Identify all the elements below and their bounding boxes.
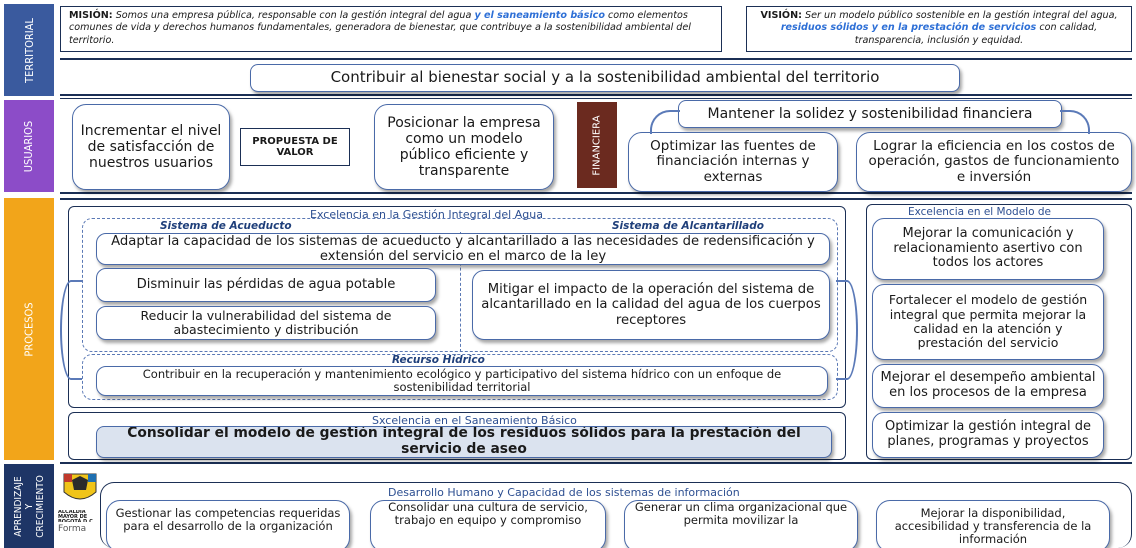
sidebar-usuarios: USUARIOS: [4, 100, 54, 192]
territorial-band: [60, 58, 1132, 96]
mision-text-1: Somos una empresa pública, responsable c…: [115, 10, 472, 21]
sidebar-aprendizaje-label: APRENDIZAJE Y CRECIMIENTO: [12, 474, 46, 538]
objetivo-perdidas: Disminuir las pérdidas de agua potable: [96, 268, 436, 302]
vision-box: VISIÓN: Ser un modelo público sostenible…: [746, 6, 1132, 52]
arrow-procesos-right: [836, 280, 858, 380]
objetivo-cultura: Consolidar una cultura de servicio, trab…: [370, 500, 606, 548]
arrow-procesos-left: [60, 280, 82, 380]
arrow-financiera-left: [650, 110, 680, 134]
objetivo-fuentes: Optimizar las fuentes de financiación in…: [628, 132, 838, 192]
alcantarillado-label: Sistema de Alcantarillado: [612, 220, 764, 232]
objetivo-satisfaccion: Incrementar el nivel de satisfacción de …: [72, 104, 230, 190]
procesos-band: [60, 198, 1132, 464]
objetivo-comunicacion: Mejorar la comunicación y relacionamient…: [872, 218, 1104, 280]
objetivo-posicionar: Posicionar la empresa como un modelo púb…: [374, 104, 554, 190]
mision-box: MISIÓN: Somos una empresa pública, respo…: [60, 6, 722, 52]
sidebar-procesos-label: PROCESOS: [22, 301, 36, 357]
agua-title: Excelencia en la Gestión Integral del Ag…: [310, 208, 543, 221]
objetivo-mitigar: Mitigar el impacto de la operación del s…: [472, 270, 830, 340]
financiera-tag: FINANCIERA: [577, 102, 617, 188]
propuesta-valor: PROPUESTA DE VALOR: [240, 128, 350, 166]
logo-area: ALCALDÍA MAYOR DE BOGOTÁ D.C. Forma: [58, 472, 104, 536]
objetivo-competencias: Gestionar las competencias requeridas pa…: [106, 500, 350, 548]
mision-label: MISIÓN:: [69, 10, 113, 21]
sidebar-territorial-label: TERRITORIAL: [22, 17, 36, 83]
usuarios-band: [60, 98, 1132, 194]
objetivo-contribuir: Contribuir en la recuperación y mantenim…: [96, 366, 828, 396]
divider-acueducto: [460, 232, 461, 352]
logo-text: ALCALDÍA MAYOR DE BOGOTÁ D.C.: [58, 510, 95, 522]
objetivo-vulnerabilidad: Reducir la vulnerabilidad del sistema de…: [96, 306, 436, 340]
mision-text-2: y el saneamiento básico: [474, 10, 605, 21]
desarrollo-title: Desarrollo Humano y Capacidad de los sis…: [388, 486, 740, 499]
vision-text-2: residuos sólidos y en la prestación de s…: [780, 22, 1037, 34]
vision-label: VISIÓN:: [760, 10, 802, 21]
mision-text-3: como elementos comunes de vida y derecho…: [69, 10, 691, 46]
modelo-container: [866, 204, 1132, 460]
objetivo-desempeno: Mejorar el desempeño ambiental en los pr…: [872, 364, 1104, 408]
forma-text: Forma: [58, 524, 87, 534]
objetivo-fortalecer: Fortalecer el modelo de gestión integral…: [872, 284, 1104, 360]
objetivo-eficiencia: Lograr la eficiencia en los costos de op…: [856, 132, 1132, 192]
financiera-tag-label: FINANCIERA: [591, 114, 603, 176]
saneamiento-title: Sxcelencia en el Saneamiento Básico: [372, 414, 577, 427]
objetivo-residuos: Consolidar el modelo de gestión integral…: [96, 426, 832, 458]
objetivo-disponibilidad: Mejorar la disponibilidad, accesibilidad…: [876, 500, 1110, 548]
objetivo-solidez: Mantener la solidez y sostenibilidad fin…: [678, 100, 1062, 128]
modelo-title: Excelencia en el Modelo de: [908, 206, 1051, 218]
vision-text-1: Ser un modelo público sostenible en la g…: [805, 10, 1118, 21]
territorial-objective: Contribuir al bienestar social y a la so…: [250, 64, 960, 92]
acueducto-label: Sistema de Acueducto: [160, 220, 292, 232]
objetivo-adaptar: Adaptar la capacidad de los sistemas de …: [96, 233, 830, 265]
sidebar-territorial: TERRITORIAL: [4, 4, 54, 96]
objetivo-planes: Optimizar la gestión integral de planes,…: [872, 412, 1104, 458]
sidebar-procesos: PROCESOS: [4, 198, 54, 460]
recurso-label: Recurso Hídrico: [392, 354, 485, 366]
bogota-seal-icon: [63, 473, 97, 500]
saneamiento-container: [68, 412, 846, 460]
vision-text-3: con calidad, transparencia, inclusión y …: [854, 22, 1098, 46]
desarrollo-container: [100, 482, 1132, 548]
sidebar-usuarios-label: USUARIOS: [22, 120, 36, 172]
sidebar-aprendizaje: APRENDIZAJE Y CRECIMIENTO: [4, 464, 54, 548]
objetivo-clima: Generar un clima organizacional que perm…: [624, 500, 858, 548]
